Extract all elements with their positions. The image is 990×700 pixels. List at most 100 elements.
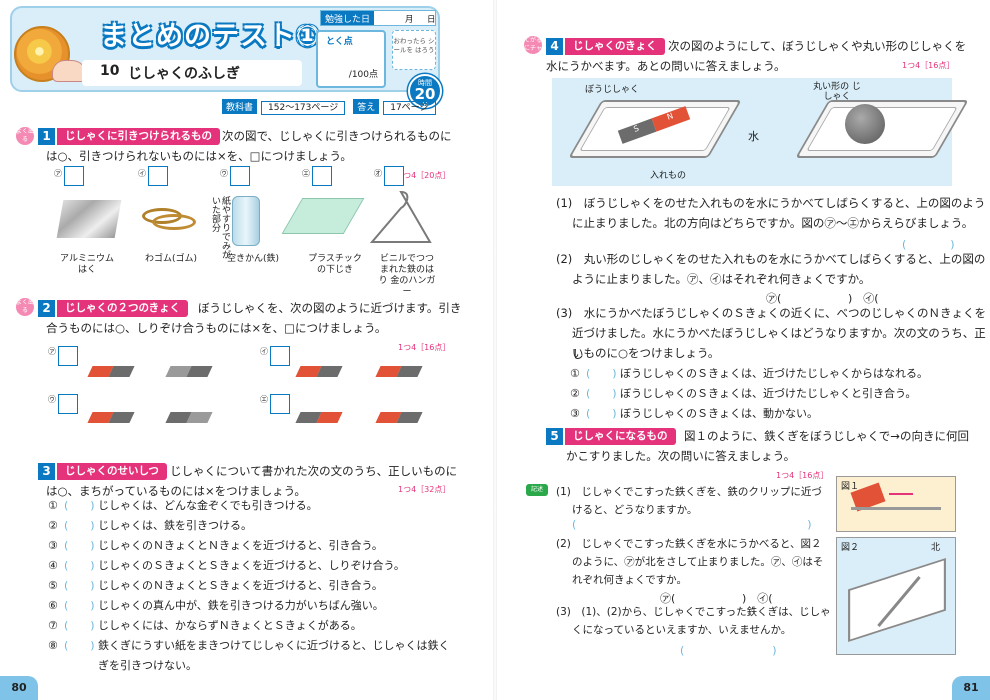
q3-answer-paren[interactable]: ( ): [64, 599, 95, 612]
q4-answer-paren[interactable]: ( ): [586, 367, 617, 380]
q5-points: 1つ4［16点］: [776, 471, 829, 480]
magnet-b-right: [375, 366, 423, 377]
q4-choice-number: ②: [570, 387, 580, 400]
q5-sub3-line2: くになっているといえますか、いえませんか。: [572, 624, 792, 636]
time-label: 時間: [418, 79, 432, 87]
q1-points: 1つ4［20点］: [398, 171, 451, 180]
q4-choice-text: ぼうじしゃくのＳきょくは、近づけたじしゃくと引き合う。: [620, 387, 917, 400]
can-note: 紙やすりでみがいた部分: [210, 196, 230, 259]
q1-heading: 1 じしゃくに引きつけられるもの: [38, 128, 220, 145]
magnet-a-left: [87, 366, 135, 377]
q3-item-number: ⑥: [48, 599, 58, 612]
q3-answer-paren[interactable]: ( ): [64, 579, 95, 592]
q4-sub1-line2: に止まりました。北の方向はどちらですか。図の㋐～㋓からえらびましょう。: [572, 216, 974, 230]
q1-answer-box[interactable]: [64, 166, 84, 186]
q3-statement-text: じしゃくの真ん中が、鉄を引きつける力がいちばん強い。: [98, 599, 384, 612]
unit-title: じしゃくのふしぎ: [128, 66, 240, 82]
q1-item-caption: わゴム(ゴム): [144, 254, 198, 264]
q4-points: 1つ4［16点］: [902, 61, 955, 70]
answer-label: 答え: [353, 99, 380, 114]
q5-heading: 5 じしゃくになるもの: [546, 428, 676, 445]
q4-answer-paren[interactable]: ( ): [586, 387, 617, 400]
container-label: 入れもの: [650, 171, 687, 181]
study-date-field[interactable]: 勉強した日 月 日: [320, 10, 436, 26]
q1-answer-box[interactable]: [312, 166, 332, 186]
score-box[interactable]: とく点 /100点: [316, 30, 386, 88]
q5-sub3-answer[interactable]: ( ): [680, 644, 777, 657]
q1-item-caption: アルミニウム はく: [60, 254, 114, 275]
q3-item-number: ④: [48, 559, 58, 572]
q1-answer-box[interactable]: [230, 166, 250, 186]
q4-sub3-line3: いものに○をつけましょう。: [572, 346, 720, 360]
q3-answer-paren[interactable]: ( ): [64, 519, 95, 532]
q4-choice-number: ①: [570, 367, 580, 380]
q3-statement-row: ②( )じしゃくは、鉄を引きつける。: [48, 516, 252, 536]
q3-text-line1: じしゃくについて書かれた次の文のうち、正しいものに: [170, 464, 458, 478]
q3-item-number: ②: [48, 519, 58, 532]
q2-answer-box-b[interactable]: [270, 346, 290, 366]
q2-mark-c: ㋒: [48, 395, 56, 404]
q2-text-line2: 合うものには○、しりぞけ合うものには×を、□につけましょう。: [46, 321, 387, 335]
q4-sub3-line1: (3) 水にうかべたぼうじしゃくのＳきょくの近くに、べつのじしゃくのＮきょくを: [556, 306, 986, 320]
q1-item-mark: ㋐: [54, 169, 62, 178]
q4-sub1-answer[interactable]: ( ): [902, 238, 955, 251]
q1-title: じしゃくに引きつけられるもの: [57, 128, 220, 145]
magnet-d-right: [375, 412, 423, 423]
magnet-a-right: [165, 366, 213, 377]
q4-sub2-answer-b[interactable]: ) ㋑(: [848, 292, 879, 305]
q2-answer-box-a[interactable]: [58, 346, 78, 366]
steel-can-image: [232, 196, 260, 246]
q3-statement-text: ぎを引きつけない。: [98, 659, 197, 672]
q4-choice-row: ① ( )ぼうじしゃくのＳきょくは、近づけたじしゃくからはなれる。: [570, 364, 928, 384]
q1-answer-box[interactable]: [384, 166, 404, 186]
q3-item-number: ⑦: [48, 619, 58, 632]
q3-text-line2: は○、まちがっているものには×をつけましょう。: [46, 484, 306, 498]
magnet-c-left: [87, 412, 135, 423]
q3-points: 1つ4［32点］: [398, 485, 451, 494]
page-number-right: 81: [952, 676, 990, 700]
q2-heading: 2 じしゃくの２つのきょく: [38, 300, 189, 317]
q1-text-line2: は○、引きつけられないものには×を、□につけましょう。: [46, 149, 352, 163]
q5-sub1-answer[interactable]: ( ): [572, 518, 812, 531]
q3-answer-paren[interactable]: ( ): [64, 499, 95, 512]
q5-number: 5: [546, 428, 563, 445]
challenge-badge: てがるにチャレンジ: [524, 36, 543, 60]
q3-answer-paren[interactable]: ( ): [64, 639, 95, 652]
q5-sub3-line1: (3) (1)、(2)から、じしゃくでこすった鉄くぎは、じしゃ: [556, 606, 831, 618]
q4-text-line1: 次の図のようにして、ぼうじしゃくや丸い形のじしゃくを: [668, 39, 967, 53]
q2-answer-box-d[interactable]: [270, 394, 290, 414]
round-magnet-image: [845, 104, 885, 144]
north-label: 北: [931, 543, 941, 553]
q4-sub2-answer-a[interactable]: ㋐(: [766, 292, 782, 305]
q3-item-number: ③: [48, 539, 58, 552]
q3-heading: 3 じしゃくのせいしつ: [38, 463, 167, 480]
q5-sub2-answer-a[interactable]: ㋐(: [660, 592, 676, 605]
q5-sub2-answer-b[interactable]: ) ㋑(: [742, 592, 773, 605]
q3-item-number: ⑤: [48, 579, 58, 592]
q4-number: 4: [546, 38, 563, 55]
q4-choice-row: ② ( )ぼうじしゃくのＳきょくは、近づけたじしゃくと引き合う。: [570, 384, 916, 404]
q4-choice-number: ③: [570, 407, 580, 420]
q1-answer-box[interactable]: [148, 166, 168, 186]
q2-answer-box-c[interactable]: [58, 394, 78, 414]
q5-sub2-line2: のように、㋐が北をさして止まりました。㋐、㋑はそ: [572, 556, 824, 568]
q2-title: じしゃくの２つのきょく: [57, 300, 189, 317]
magnet-b-left: [295, 366, 343, 377]
q1-text-line1: 次の図で、じしゃくに引きつけられるものに: [222, 129, 452, 143]
unit-title-bar: [82, 60, 302, 86]
unit-number: 10: [100, 63, 120, 79]
aluminum-foil-image: [56, 200, 122, 238]
q3-statement-row: ⑧( )鉄くぎにうすい紙をまきつけてじしゃくに近づけると、じしゃくは鉄く: [48, 636, 450, 656]
q3-answer-paren: [64, 656, 98, 676]
q3-answer-paren[interactable]: ( ): [64, 559, 95, 572]
q4-answer-paren[interactable]: ( ): [586, 407, 617, 420]
q3-answer-paren[interactable]: ( ): [64, 619, 95, 632]
q4-choice-text: ぼうじしゃくのＳきょくは、近づけたじしゃくからはなれる。: [620, 367, 928, 380]
q3-answer-paren[interactable]: ( ): [64, 539, 95, 552]
frequent-badge-2: よく出る: [16, 298, 35, 316]
magnet-c-right: [165, 412, 213, 423]
q3-title: じしゃくのせいしつ: [57, 463, 167, 480]
q4-choice-text: ぼうじしゃくのＳきょくは、動かない。: [620, 407, 818, 420]
q1-item-mark: ㋒: [220, 169, 228, 178]
q2-mark-a: ㋐: [48, 347, 56, 356]
